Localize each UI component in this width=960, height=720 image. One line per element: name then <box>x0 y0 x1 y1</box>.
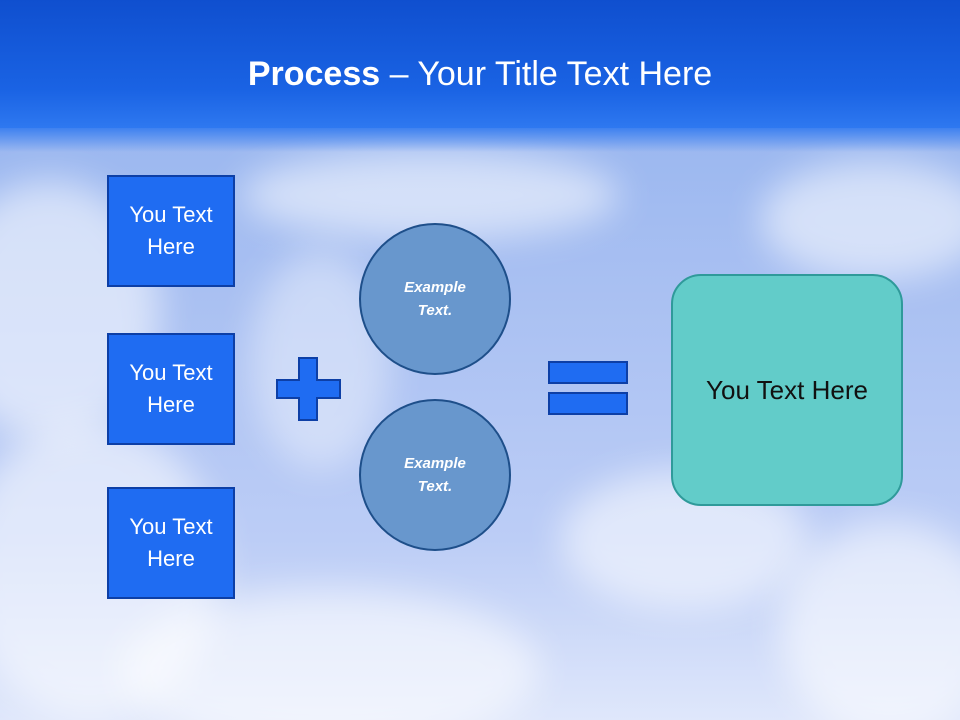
result-box[interactable]: You Text Here <box>671 274 903 506</box>
equals-icon <box>548 361 628 415</box>
example-circle-2[interactable]: Example Text. <box>359 399 511 551</box>
page-title: Process – Your Title Text Here <box>0 52 960 96</box>
input-box-3[interactable]: You Text Here <box>107 487 235 599</box>
title-rest: – Your Title Text Here <box>380 55 713 93</box>
title-bold: Process <box>247 55 381 93</box>
cloud-decoration <box>760 160 960 280</box>
example-circle-label: Example Text. <box>404 279 466 319</box>
input-box-2[interactable]: You Text Here <box>107 333 235 445</box>
result-box-label: You Text Here <box>706 374 868 405</box>
title-bar <box>0 0 960 152</box>
input-box-1[interactable]: You Text Here <box>107 175 235 287</box>
input-box-label: You Text Here <box>129 360 213 417</box>
example-circle-1[interactable]: Example Text. <box>359 223 511 375</box>
input-box-label: You Text Here <box>129 514 213 571</box>
cloud-decoration <box>120 590 540 720</box>
example-circle-label: Example Text. <box>404 455 466 495</box>
cloud-decoration <box>780 520 960 720</box>
plus-icon <box>276 357 341 421</box>
input-box-label: You Text Here <box>129 202 213 259</box>
